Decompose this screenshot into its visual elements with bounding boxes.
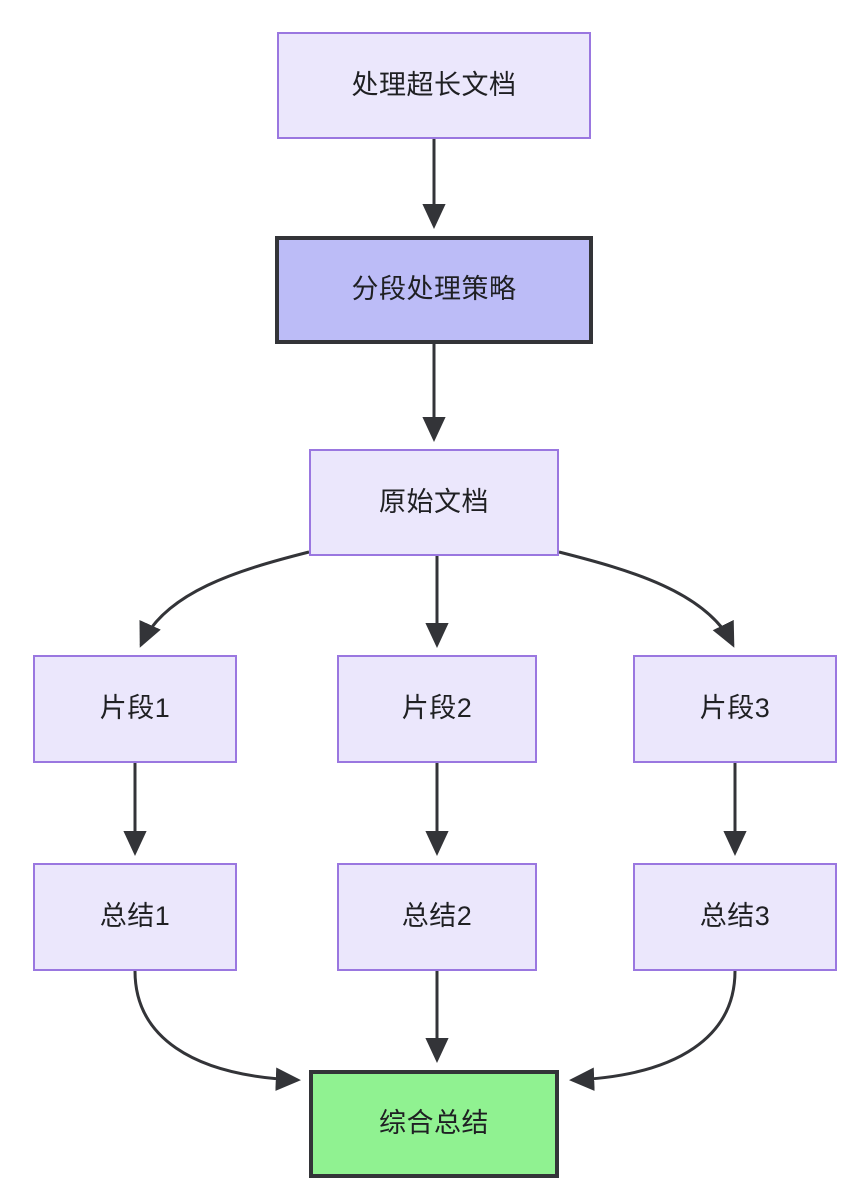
node-label: 片段1 — [99, 693, 171, 724]
edge-sum3-to-final — [569, 970, 737, 1091]
node-label: 处理超长文档 — [351, 69, 517, 100]
node-process-long-document[interactable]: 处理超长文档 — [277, 32, 591, 139]
node-chunking-strategy[interactable]: 分段处理策略 — [275, 236, 593, 344]
edge-source-to-chunk1 — [139, 550, 310, 648]
node-summary-3[interactable]: 总结3 — [633, 863, 837, 971]
node-label: 片段2 — [401, 693, 473, 724]
node-summary-2[interactable]: 总结2 — [337, 863, 537, 971]
node-label: 总结1 — [99, 901, 171, 932]
node-source-document[interactable]: 原始文档 — [309, 449, 559, 556]
node-label: 原始文档 — [379, 486, 489, 517]
edge-source-to-chunk3 — [558, 550, 735, 648]
node-label: 总结2 — [401, 901, 473, 932]
node-label: 总结3 — [699, 901, 771, 932]
node-chunk-1[interactable]: 片段1 — [33, 655, 237, 763]
node-chunk-2[interactable]: 片段2 — [337, 655, 537, 763]
node-label: 综合总结 — [379, 1108, 489, 1139]
node-combined-summary[interactable]: 综合总结 — [309, 1070, 559, 1178]
edge-sum1-to-final — [133, 970, 301, 1091]
node-label: 分段处理策略 — [351, 274, 517, 305]
node-summary-1[interactable]: 总结1 — [33, 863, 237, 971]
node-chunk-3[interactable]: 片段3 — [633, 655, 837, 763]
node-label: 片段3 — [699, 693, 771, 724]
